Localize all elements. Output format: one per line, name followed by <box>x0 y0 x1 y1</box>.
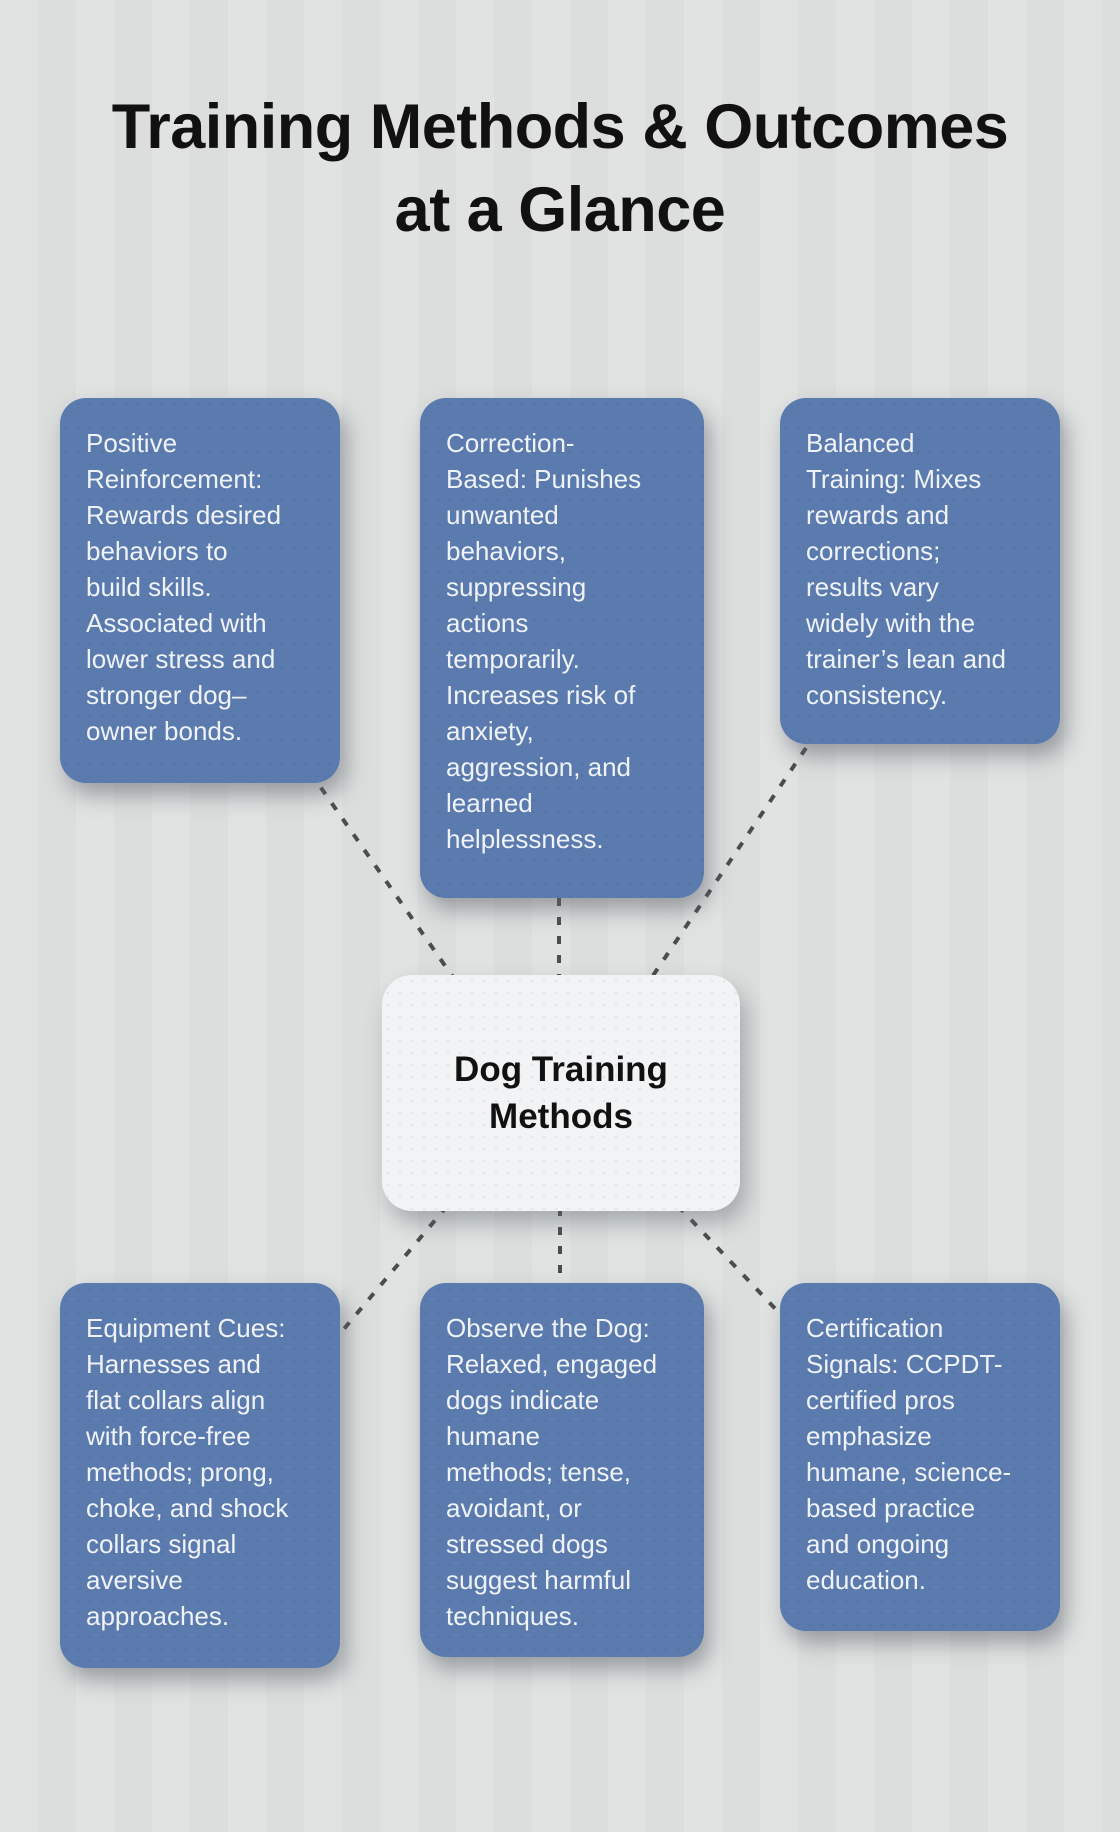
node-certification-signals: Certification Signals: CCPDT- certified … <box>780 1283 1060 1631</box>
center-node-dog-training-methods: Dog Training Methods <box>382 975 740 1211</box>
node-equipment-cues: Equipment Cues: Harnesses and flat colla… <box>60 1283 340 1668</box>
node-positive-reinforcement: Positive Reinforcement: Rewards desired … <box>60 398 340 783</box>
node-correction-based: Correction- Based: Punishes unwanted beh… <box>420 398 704 898</box>
connector-positive-reinforcement <box>308 770 457 982</box>
node-balanced-training: Balanced Training: Mixes rewards and cor… <box>780 398 1060 744</box>
connector-certification-signals <box>676 1204 786 1320</box>
page-title: Training Methods & Outcomes at a Glance <box>111 92 1009 245</box>
node-observe-the-dog: Observe the Dog: Relaxed, engaged dogs i… <box>420 1283 704 1657</box>
connector-balanced-training <box>648 746 808 982</box>
